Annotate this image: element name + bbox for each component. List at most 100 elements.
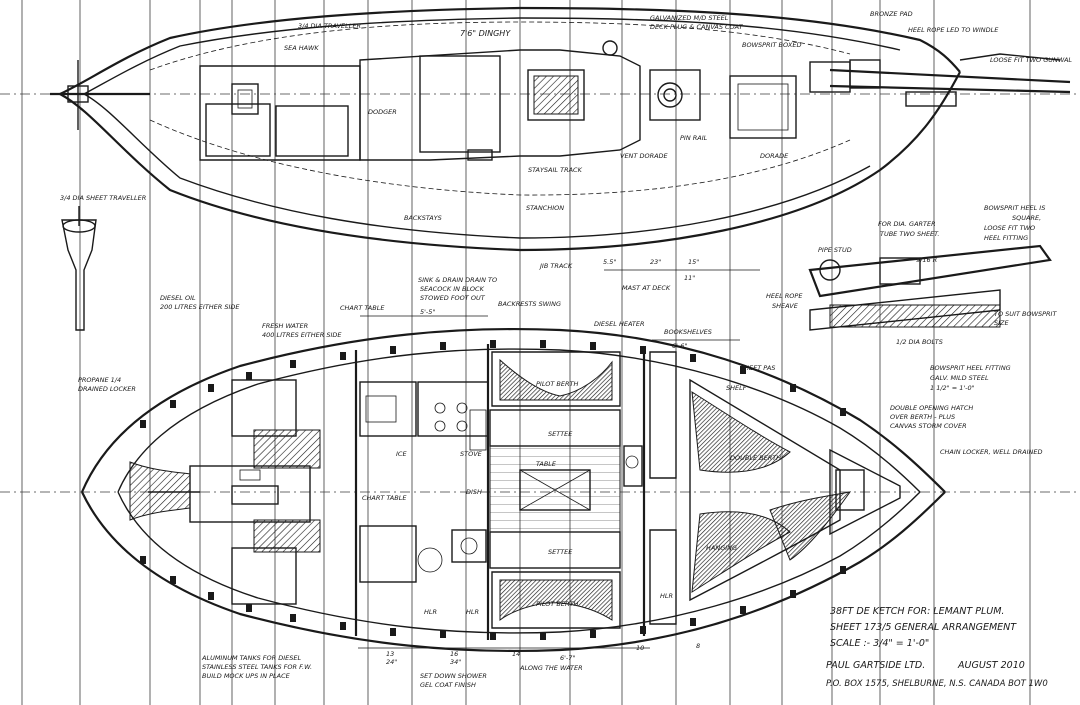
label-stanchion: STANCHION	[526, 204, 564, 212]
dim-5-5: 5.5"	[603, 258, 616, 266]
label-pilot-berth: PILOT BERTH	[536, 380, 578, 388]
label-to-suit: TO SUIT BOWSPRIT	[994, 310, 1057, 318]
bowsprit	[809, 53, 1071, 107]
dim-13: 13	[386, 650, 394, 658]
label-hanging: HANGING	[706, 544, 737, 552]
deck-plan-labels: 3/4 DIA TRAVELLER 7'6" DINGHY GALVANIZED…	[60, 10, 1072, 292]
dim-16: 16	[450, 650, 458, 658]
label-loose-fit-two: LOOSE FIT TWO	[984, 224, 1035, 232]
label-galv: GALV. MILD STEEL	[930, 374, 989, 382]
label-hlr-1: HLR	[424, 608, 437, 616]
dim-6-7: 6'-7"	[560, 654, 575, 662]
label-mast-at-deck: MAST AT DECK	[622, 284, 671, 292]
label-staysail-track: STAYSAIL TRACK	[528, 166, 583, 174]
label-bookshelves: BOOKSHELVES	[664, 328, 712, 336]
label-heel-rope-detail: HEEL ROPE	[766, 292, 803, 300]
label-heel-fitting-title: BOWSPRIT HEEL FITTING	[930, 364, 1011, 372]
label-chain-locker: CHAIN LOCKER, WELL DRAINED	[940, 448, 1043, 456]
label-sea-hawk: SEA HAWK	[284, 44, 319, 52]
label-along-tank: ALONG THE WATER	[519, 664, 583, 672]
title-line-4a: PAUL GARTSIDE LTD.	[826, 660, 925, 671]
deckhouse	[359, 49, 641, 161]
title-line-5: P.O. BOX 1575, SHELBURNE, N.S. CANADA BO…	[826, 679, 1048, 689]
label-diesel-heater: DIESEL HEATER	[594, 320, 645, 328]
dim-23: 23"	[650, 258, 661, 266]
title-line-3: SCALE :- 3/4" = 1'-0"	[830, 638, 929, 649]
label-aluminum-tanks: ALUMINUM TANKS FOR DIESEL	[201, 654, 301, 662]
deck-dimensions: 5.5" 23" 15" 11"	[603, 258, 760, 282]
dim-6-6: 6'-6"	[672, 342, 687, 350]
bowsprit-heel-detail: BOWSPRIT HEEL IS SQUARE, LOOSE FIT TWO H…	[766, 204, 1057, 392]
accommodation-dimensions: 5'-5" 6'-6" 13 24" 16 34" 14 6'-7" 10 8	[386, 308, 700, 666]
deck-plan	[50, 6, 1071, 252]
label-dish: DISH	[466, 488, 482, 496]
label-heel-fitting: HEEL FITTING	[984, 234, 1028, 242]
label-chart-table-2: CHART TABLE	[362, 494, 407, 502]
label-stainless-tanks: STAINLESS STEEL TANKS FOR F.W.	[202, 663, 312, 671]
traveller-detail	[61, 206, 97, 331]
accommodation-labels: DIESEL OIL 200 LITRES EITHER SIDE FRESH …	[78, 276, 1043, 689]
label-settee: SETTEE	[548, 430, 573, 438]
dim-14: 14	[512, 650, 520, 658]
label-bowsprit-heel: BOWSPRIT HEEL IS	[984, 204, 1045, 212]
label-diesel-capacity: 200 LITRES EITHER SIDE	[160, 303, 240, 311]
label-dia-r: 9/16 R	[916, 256, 937, 264]
foredeck-fittings	[467, 40, 797, 161]
label-tube-two: TUBE TWO SHEET.	[880, 230, 939, 238]
label-backrests: BACKRESTS SWING	[498, 300, 561, 308]
label-size: SIZE	[994, 319, 1009, 327]
label-diesel-oil: DIESEL OIL	[160, 294, 196, 302]
label-shelf: SHELF	[726, 384, 747, 392]
label-propane: PROPANE 1/4	[78, 376, 121, 384]
accommodation-plan	[80, 315, 946, 653]
title-line-2: SHEET 173/5 GENERAL ARRANGEMENT	[830, 622, 1017, 633]
label-jib-track: JIB TRACK	[538, 262, 573, 270]
label-sheet-pas: SHEET PAS	[740, 364, 775, 372]
label-sheave: SHEAVE	[772, 302, 799, 310]
accom-hull-outline	[80, 327, 946, 653]
label-stove: STOVE	[460, 450, 483, 458]
label-galvanized-steel: GALVANIZED M/D STEEL	[650, 14, 729, 22]
label-sink-drain-3: STOWED FOOT OUT	[420, 294, 486, 302]
dim-15: 15"	[688, 258, 699, 266]
label-backstays: BACKSTAYS	[404, 214, 442, 222]
label-square: SQUARE,	[1012, 214, 1041, 222]
frame-marks	[140, 340, 846, 640]
label-mock-ups: BUILD MOCK UPS IN PLACE	[202, 672, 291, 680]
dim-8: 8	[696, 642, 700, 650]
label-hlr-2: HLR	[466, 608, 479, 616]
stern-fittings	[50, 60, 150, 130]
label-double-hatch-2: OVER BERTH - PLUS	[890, 413, 955, 421]
dim-34: 34"	[450, 658, 461, 666]
label-pin-rail: PIN RAIL	[680, 134, 708, 142]
label-pipe-stud: PIPE STUD	[818, 246, 852, 254]
label-gel-coat: GEL COAT FINISH	[420, 681, 476, 689]
label-sink-drain: SINK & DRAIN DRAIN TO	[418, 276, 497, 284]
label-table: TABLE	[536, 460, 557, 468]
dim-5-5-ft: 5'-5"	[420, 308, 435, 316]
label-ice: ICE	[396, 450, 407, 458]
label-dodger: DODGER	[368, 108, 397, 116]
label-chart-table: CHART TABLE	[340, 304, 385, 312]
label-dia-bolts: 1/2 DIA BOLTS	[896, 338, 943, 346]
label-pilot-berth-2: PILOT BERTH	[536, 600, 578, 608]
title-line-1: 38FT DE KETCH FOR: LEMANT PLUM.	[830, 606, 1004, 617]
label-scale-detail: 1 1/2" = 1'-0"	[930, 384, 975, 392]
label-bowsprit-boxed: BOWSPRIT BOXED	[742, 41, 801, 49]
deck-hull-outline	[59, 6, 961, 252]
dim-11: 11"	[684, 274, 695, 282]
label-vent-dorade: VENT DORADE	[620, 152, 669, 160]
label-deck-plug: DECK PLUG & CANVAS COAT	[650, 23, 744, 31]
label-loose-fit: LOOSE FIT TWO GUNWAL	[990, 56, 1072, 64]
label-for-dia: FOR DIA. GARTER	[878, 220, 936, 228]
label-fresh-water: FRESH WATER	[262, 322, 308, 330]
label-propane-locker: DRAINED LOCKER	[78, 385, 136, 393]
dim-10: 10	[636, 644, 644, 652]
title-block: 38FT DE KETCH FOR: LEMANT PLUM. SHEET 17…	[826, 606, 1048, 689]
label-double-hatch-3: CANVAS STORM COVER	[890, 422, 967, 430]
label-sheet-traveller: 3/4 DIA SHEET TRAVELLER	[60, 194, 146, 202]
label-set-down: SET DOWN SHOWER	[420, 672, 487, 680]
dim-24: 24"	[386, 658, 397, 666]
label-dinghy: 7'6" DINGHY	[460, 29, 511, 38]
